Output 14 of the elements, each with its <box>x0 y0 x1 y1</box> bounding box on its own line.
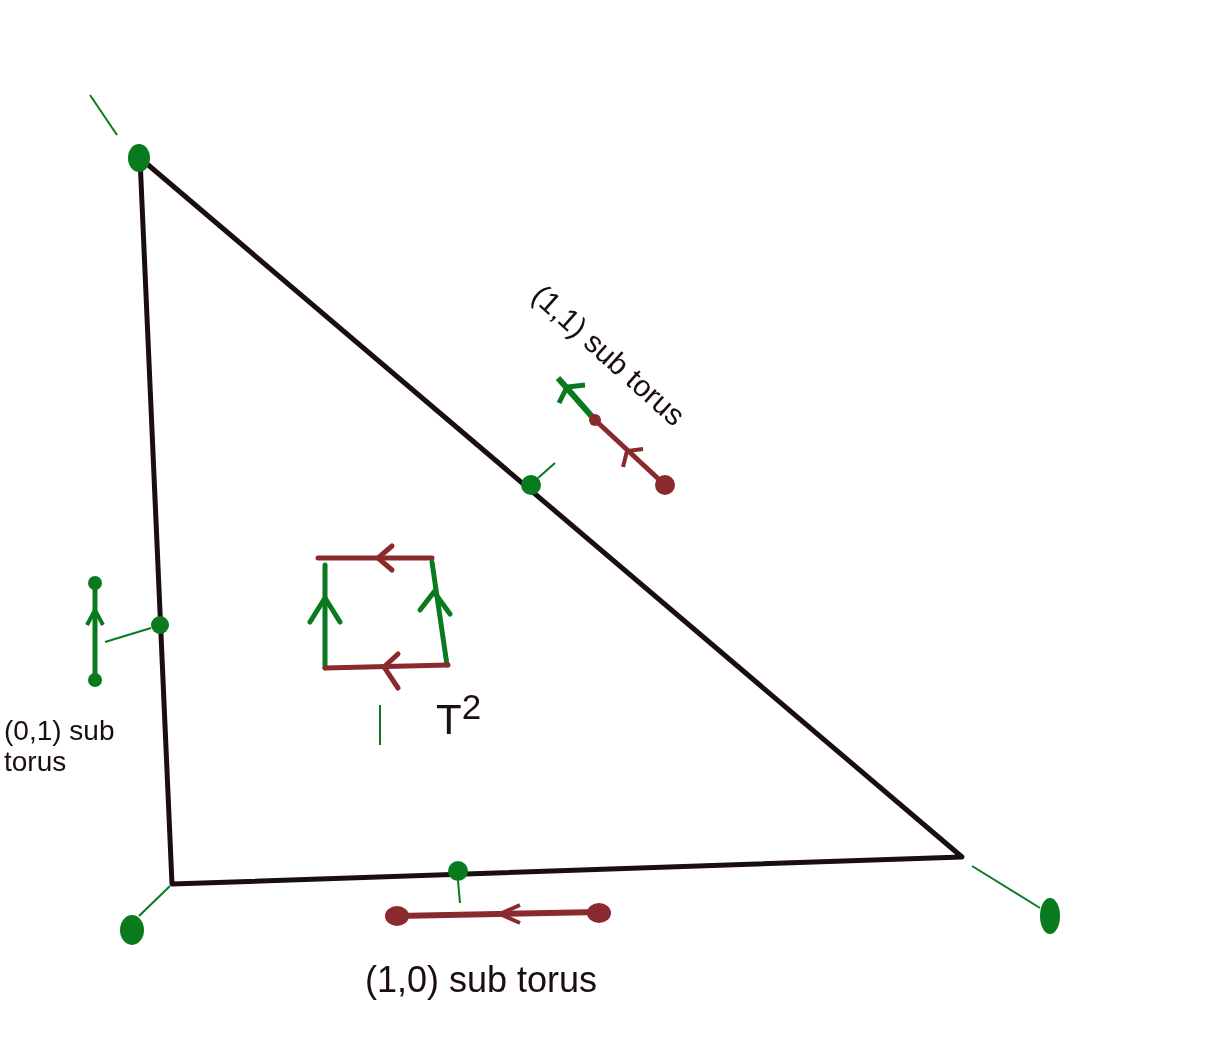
arrow-segment-drawing <box>85 575 105 690</box>
point-dot <box>521 475 541 495</box>
leader-line <box>537 462 556 479</box>
torus-label: (0,1) sub torus <box>4 716 116 778</box>
leader-line <box>457 880 461 904</box>
leader-line <box>104 627 152 643</box>
point-dot <box>120 915 144 945</box>
torus-symbol: T$^{2}$ <box>436 688 482 744</box>
leader-line <box>138 885 171 917</box>
arrow-segment-drawing <box>385 903 612 927</box>
point-dot <box>151 616 169 634</box>
leader-line <box>971 865 1041 909</box>
torus-label: (1,0) sub torus <box>365 960 598 1000</box>
point-dot <box>1040 898 1060 934</box>
